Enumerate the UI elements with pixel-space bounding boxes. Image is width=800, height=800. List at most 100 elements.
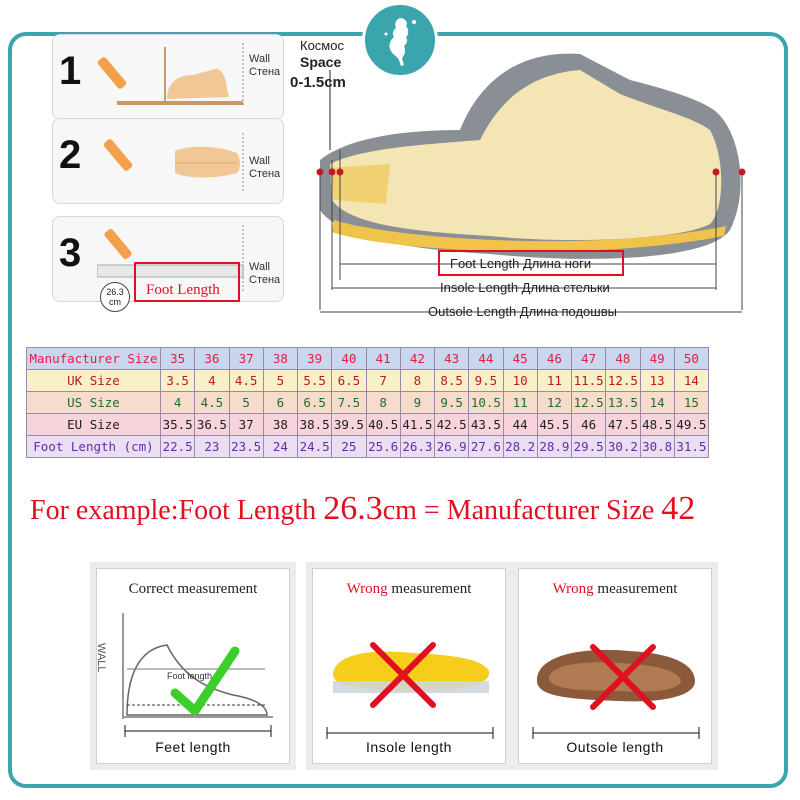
size-cell: 36.5 [194,413,230,436]
size-cell: 42 [399,347,436,370]
outsole-length-label: Outsole Length Длина подошвы [428,304,617,319]
size-cell: 48 [605,347,641,370]
size-cell: 30.8 [639,435,675,458]
insole-length-label: Insole Length Длина стельки [440,280,610,295]
card-caption: Feet length [155,739,231,755]
card-caption: Insole length [366,739,452,755]
size-cell: 12 [536,391,573,414]
size-cell: 39.5 [331,413,367,436]
size-cell: 31.5 [673,435,710,458]
foot-top-illustration [103,133,244,193]
lady-silhouette-icon [384,18,416,66]
brand-logo [362,2,438,78]
size-cell: 47 [570,347,607,370]
size-cell: 44 [468,347,504,370]
size-cell: 24.5 [296,435,333,458]
size-cell: 49.5 [673,413,710,436]
size-cell: 42.5 [433,413,470,436]
size-cell: 7.5 [331,391,367,414]
size-cell: 39 [296,347,333,370]
size-cell: 7 [365,369,401,392]
size-cell: 49 [639,347,675,370]
size-cell: 26.3 [399,435,436,458]
size-cell: 11 [536,369,573,392]
size-cell: 46 [536,347,573,370]
size-cell: 15 [673,391,710,414]
card-title: Correct measurement [128,581,258,597]
example-sentence: For example:Foot Length 26.3cm = Manufac… [30,490,696,527]
foot-side-illustration [97,43,244,105]
card-caption: Outsole length [566,739,664,755]
insole-illustration [326,642,494,739]
size-cell: 27.6 [468,435,504,458]
space-range: 0-1.5cm [290,74,346,91]
size-cell: 8 [399,369,436,392]
row-label: Manufacturer Size [26,347,161,370]
size-cell: 6.5 [331,369,367,392]
outsole-illustration [532,644,700,739]
row-label: US Size [26,391,161,414]
size-cell: 37 [228,347,264,370]
size-cell: 23.5 [228,435,264,458]
size-cell: 47.5 [605,413,641,436]
correct-foot-illustration [122,613,273,737]
foot-length-label: Foot Length Длина ноги [450,256,592,271]
ruler-illustration [97,225,244,291]
size-cell: 9 [399,391,436,414]
size-cell: 24 [262,435,299,458]
step-number: 1 [59,49,82,93]
size-cell: 29.5 [570,435,607,458]
size-cell: 35.5 [159,413,196,436]
size-cell: 35 [159,347,196,370]
size-cell: 46 [570,413,607,436]
size-cell: 9.5 [468,369,504,392]
wall-label: WALL [95,643,107,673]
size-cell: 50 [673,347,710,370]
size-cell: 4 [194,369,230,392]
size-cell: 22.5 [159,435,196,458]
size-cell: 12.5 [605,369,641,392]
size-cell: 25 [331,435,367,458]
size-cell: 6.5 [296,391,333,414]
size-cell: 14 [673,369,710,392]
wrong-insole-card: Wrong measurement Insole length [312,568,506,764]
foot-length-highlight [438,250,624,276]
size-cell: 40 [331,347,367,370]
size-cell: 14 [639,391,675,414]
size-cell: 41 [365,347,401,370]
size-cell: 30.2 [605,435,641,458]
card-title: Wrong measurement [346,581,472,597]
card-title: Wrong measurement [552,581,678,597]
size-cell: 40.5 [365,413,401,436]
size-cell: 48.5 [639,413,675,436]
row-label: Foot Length (cm) [26,435,161,458]
size-cell: 28.2 [502,435,538,458]
size-cell: 5 [228,391,264,414]
size-cell: 36 [194,347,230,370]
size-cell: 25.6 [365,435,401,458]
size-cell: 4 [159,391,196,414]
size-cell: 38.5 [296,413,333,436]
size-cell: 10 [502,369,538,392]
size-cell: 44 [502,413,538,436]
row-label: UK Size [26,369,161,392]
size-cell: 13.5 [605,391,641,414]
foot-length-box: Foot Length [134,262,240,302]
correct-measurement-card: WALL Foot length Correct measurement Fee… [95,568,290,764]
shoe-diagram [316,53,746,313]
size-cell: 41.5 [399,413,436,436]
size-cell: 8.5 [433,369,470,392]
size-cell: 38 [262,413,299,436]
size-cell: 5 [262,369,299,392]
size-cell: 6 [262,391,299,414]
